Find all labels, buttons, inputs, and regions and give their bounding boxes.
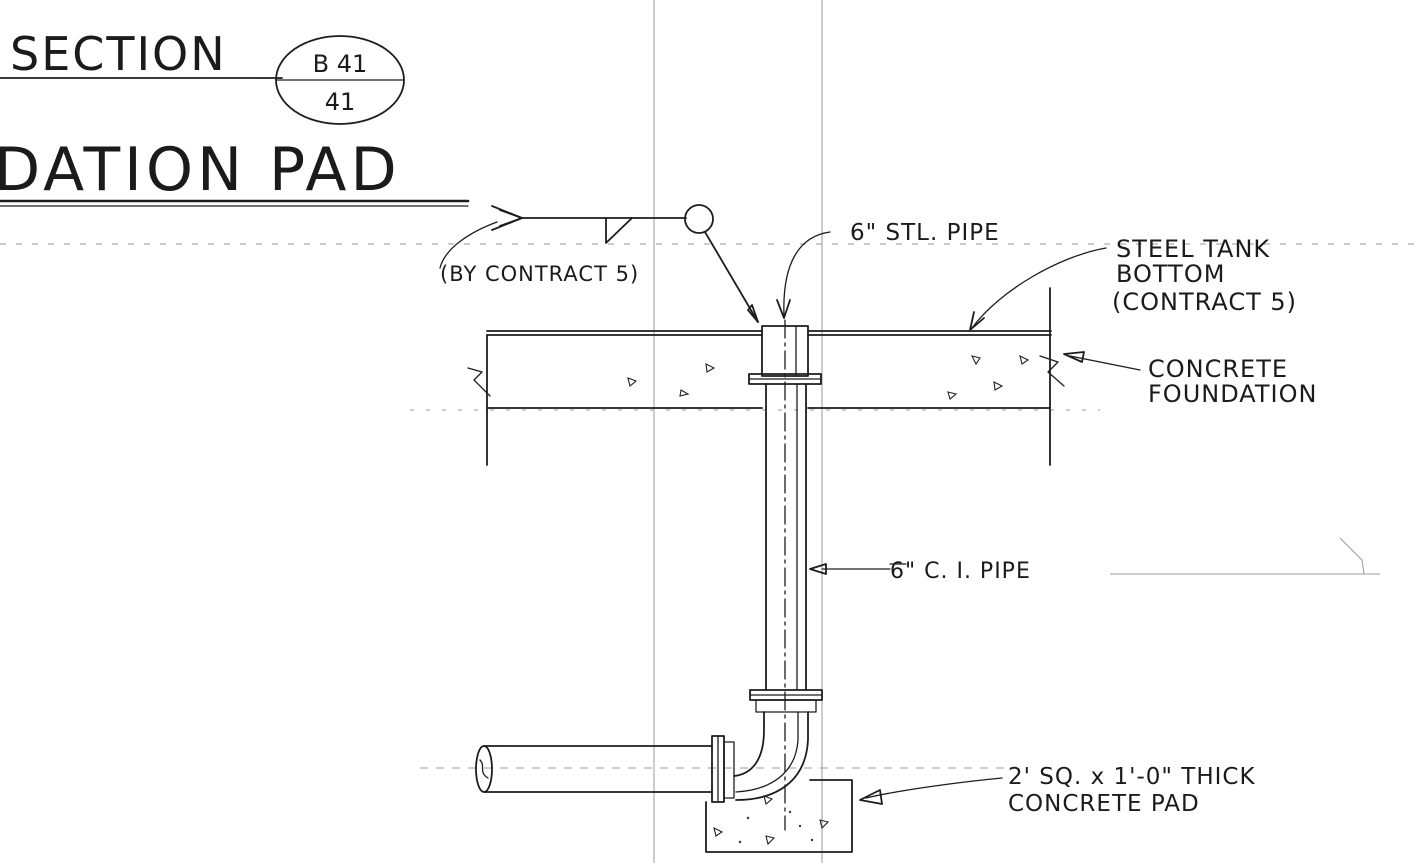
steel-pipe-callout: 6" STL. PIPE [776,220,1000,319]
section-header: SECTION B 41 41 DATION PAD [0,27,470,207]
section-word: SECTION [10,27,227,81]
steel-pipe-label: 6" STL. PIPE [850,220,1000,246]
tank-bottom-label-line2: BOTTOM [1116,260,1225,288]
horizontal-pipe [475,745,713,793]
foundation-label-line2: FOUNDATION [1148,380,1317,408]
tank-bottom-label-line3: (CONTRACT 5) [1112,288,1297,316]
elbow-fitting [711,711,809,803]
ci-pipe-callout: 6" C. I. PIPE [809,559,1031,584]
by-contract-label: (BY CONTRACT 5) [440,262,639,286]
ci-pipe-label: 6" C. I. PIPE [890,559,1031,584]
foundation-label-line1: CONCRETE [1148,355,1288,383]
tank-bottom-callout: STEEL TANK BOTTOM (CONTRACT 5) [969,235,1297,331]
concrete-foundation [467,287,1065,466]
drawing-title: DATION PAD [0,135,401,205]
tank-bottom-label-line1: STEEL TANK [1116,235,1270,263]
foundation-callout: CONCRETE FOUNDATION [1063,351,1317,408]
vertical-pipe [748,319,823,831]
steel-tank-bottom [486,330,1052,336]
weld-symbol: (BY CONTRACT 5) [439,204,759,323]
weld-all-around-icon [684,204,714,234]
pad-callout: 2' SQ. x 1'-0" THICK CONCRETE PAD [859,764,1256,817]
pad-label-line2: CONCRETE PAD [1008,791,1200,817]
sheet-number: 41 [325,88,356,116]
pipe-end-icon [475,745,493,793]
break-line-right [1039,355,1065,387]
concrete-pad [705,779,853,853]
fillet-weld-icon [605,217,633,244]
pad-label-line1: 2' SQ. x 1'-0" THICK [1008,764,1256,790]
section-number: B 41 [313,50,368,78]
weld-tail-icon [491,205,523,231]
section-bubble [275,35,405,125]
break-line-left [467,367,491,397]
